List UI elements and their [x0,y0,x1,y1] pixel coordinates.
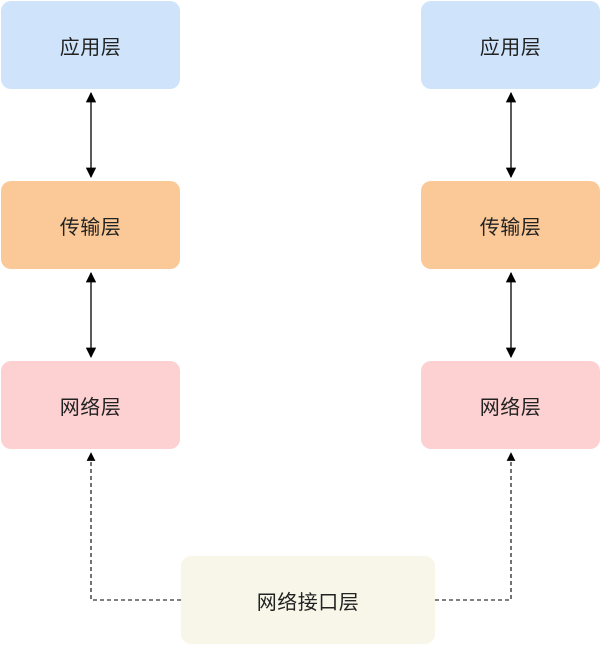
left-transport-layer-label: 传输层 [59,214,122,239]
right-network-layer: 网络层 [421,361,600,449]
dashed-arrow-interface-left-network [86,452,181,601]
left-application-layer: 应用层 [1,1,180,89]
right-application-layer-label: 应用层 [479,34,542,59]
left-network-layer-label: 网络层 [59,394,122,419]
right-network-layer-label: 网络层 [479,394,542,419]
left-application-layer-label: 应用层 [59,34,122,59]
dashed-arrow-interface-right-network [435,452,516,601]
network-interface-layer-label: 网络接口层 [256,589,360,614]
right-application-layer: 应用层 [421,1,600,89]
left-transport-layer: 传输层 [1,181,180,269]
network-interface-layer: 网络接口层 [181,556,435,644]
right-transport-layer: 传输层 [421,181,600,269]
left-network-layer: 网络层 [1,361,180,449]
right-transport-layer-label: 传输层 [479,214,542,239]
